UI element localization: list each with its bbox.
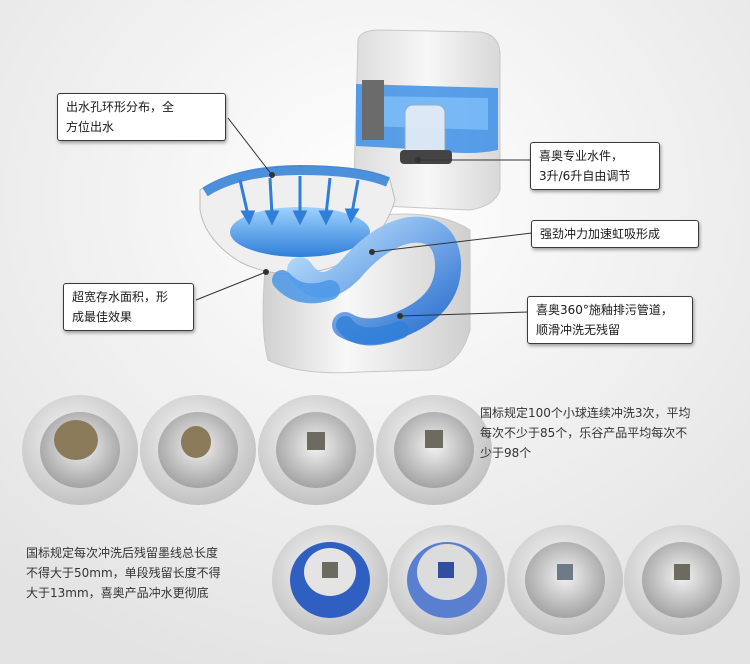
- ball-test-photos: [22, 395, 492, 505]
- bowl-photo: [389, 525, 505, 635]
- fill-valve: [362, 80, 384, 140]
- flow-arrows: [238, 176, 360, 226]
- bowl-water: [230, 207, 370, 257]
- callout-text: 喜奥360°施釉排污管道，: [536, 303, 673, 317]
- ball-test-description: 国标规定100个小球连续冲洗3次，平均 每次不少于85个，乐谷产品平均每次不 少…: [480, 403, 691, 463]
- callout-text: 出水孔环形分布，全: [66, 100, 175, 114]
- callout-water-area: 超宽存水面积，形 成最佳效果: [63, 283, 194, 331]
- note-text: 每次不少于85个，乐谷产品平均每次不: [480, 426, 688, 440]
- bowl-photo: [272, 525, 388, 635]
- toilet-cutaway: [195, 29, 533, 374]
- ink-test-photos: [272, 525, 740, 635]
- bowl-photo: [624, 525, 740, 635]
- callout-text: 3升/6升自由调节: [539, 169, 631, 183]
- note-text: 国标规定100个小球连续冲洗3次，平均: [480, 406, 691, 420]
- note-text: 少于98个: [480, 446, 532, 460]
- bowl-photo: [507, 525, 623, 635]
- callout-outlet-holes: 出水孔环形分布，全 方位出水: [57, 93, 226, 141]
- callout-siphon: 强劲冲力加速虹吸形成: [531, 220, 699, 248]
- ink-test-description: 国标规定每次冲洗后残留墨线总长度 不得大于50mm，单段残留长度不得 大于13m…: [26, 543, 221, 603]
- note-text: 大于13mm，喜奥产品冲水更彻底: [26, 586, 209, 600]
- bowl-photo: [140, 395, 256, 505]
- note-text: 国标规定每次冲洗后残留墨线总长度: [26, 546, 219, 560]
- bowl-photo: [376, 395, 492, 505]
- callout-text: 成最佳效果: [72, 310, 133, 324]
- callout-valve: 喜奥专业水件， 3升/6升自由调节: [530, 142, 660, 190]
- callout-text: 喜奥专业水件，: [539, 149, 624, 163]
- callout-text: 强劲冲力加速虹吸形成: [540, 227, 661, 241]
- callout-trapway: 喜奥360°施釉排污管道， 顺滑冲洗无残留: [527, 296, 693, 344]
- note-text: 不得大于50mm，单段残留长度不得: [26, 566, 221, 580]
- bowl-photo: [22, 395, 138, 505]
- callout-text: 方位出水: [66, 120, 115, 134]
- bowl-photo: [258, 395, 374, 505]
- callout-text: 超宽存水面积，形: [72, 290, 169, 304]
- callout-text: 顺滑冲洗无残留: [536, 323, 621, 337]
